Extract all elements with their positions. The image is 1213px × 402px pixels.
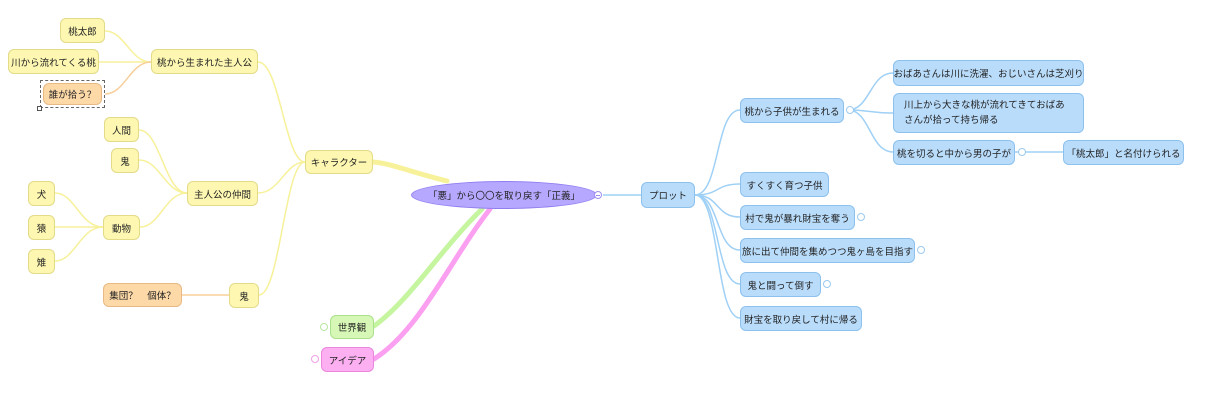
node-flowing-peach[interactable]: 川から流れてくる桃 bbox=[8, 49, 99, 74]
branch-character[interactable]: キャラクター bbox=[305, 150, 373, 174]
node-animals[interactable]: 動物 bbox=[103, 215, 140, 240]
node-cut-peach[interactable]: 桃を切ると中から男の子が bbox=[893, 140, 1015, 165]
link-companions-human bbox=[138, 129, 188, 194]
node-oni-rampage[interactable]: 村で鬼が暴れ財宝を奪う bbox=[740, 205, 855, 230]
link-hero-momotaro bbox=[104, 30, 152, 63]
link-born-child2 bbox=[847, 109, 894, 153]
link-animals-pheasant bbox=[54, 226, 104, 262]
node-companions[interactable]: 主人公の仲間 bbox=[187, 181, 258, 206]
branch-plot[interactable]: プロット bbox=[641, 182, 695, 208]
link-plot-step3 bbox=[694, 194, 741, 285]
node-big-peach[interactable]: 川上から大きな桃が流れてきておばあさんが拾って持ち帰る bbox=[893, 93, 1084, 133]
node-monkey[interactable]: 猿 bbox=[28, 215, 55, 240]
node-washing[interactable]: おばあさんは川に洗濯、おじいさんは芝刈り bbox=[893, 60, 1084, 86]
resize-handle[interactable] bbox=[37, 106, 42, 111]
node-fight-oni[interactable]: 鬼と闘って倒す bbox=[740, 272, 821, 297]
link-character-hero bbox=[257, 61, 306, 163]
node-who-picks[interactable]: 誰が拾う？ bbox=[43, 83, 102, 105]
node-dog[interactable]: 犬 bbox=[28, 181, 55, 206]
link-center-worldview bbox=[371, 206, 485, 329]
node-journey[interactable]: 旅に出て仲間を集めつつ鬼ヶ島を目指す bbox=[740, 238, 915, 263]
link-animals-dog bbox=[54, 192, 104, 228]
link-hero-who bbox=[104, 61, 152, 95]
node-human[interactable]: 人間 bbox=[104, 117, 139, 142]
branch-idea[interactable]: アイデア bbox=[321, 347, 374, 372]
journey-collapse-toggle[interactable] bbox=[917, 246, 925, 254]
central-topic[interactable]: 「悪」から〇〇を取り戻す「正義」 bbox=[411, 181, 597, 209]
rampage-collapse-toggle[interactable] bbox=[857, 213, 865, 221]
cut-peach-collapse-toggle[interactable] bbox=[1018, 148, 1026, 156]
node-companion-oni[interactable]: 鬼 bbox=[111, 148, 139, 173]
node-pheasant[interactable]: 雉 bbox=[28, 249, 55, 274]
node-momotaro[interactable]: 桃太郎 bbox=[60, 18, 105, 43]
node-hero[interactable]: 桃から生まれた主人公 bbox=[151, 49, 258, 74]
selection-frame bbox=[40, 80, 105, 108]
link-companions-oni bbox=[138, 159, 188, 194]
node-oni[interactable]: 鬼 bbox=[229, 283, 259, 308]
idea-collapse-toggle[interactable] bbox=[311, 355, 319, 363]
center-collapse-toggle[interactable] bbox=[594, 191, 602, 199]
link-center-character bbox=[370, 159, 450, 184]
central-topic-label: 「悪」から〇〇を取り戻す「正義」 bbox=[427, 191, 580, 202]
node-child-born[interactable]: 桃から子供が生まれる bbox=[740, 98, 844, 123]
link-character-companions bbox=[257, 161, 306, 194]
node-grows-up[interactable]: すくすく育つ子供 bbox=[740, 172, 829, 197]
node-return-home[interactable]: 財宝を取り戻して村に帰る bbox=[740, 306, 862, 331]
link-character-oni bbox=[258, 161, 306, 296]
fight-collapse-toggle[interactable] bbox=[823, 280, 831, 288]
node-named-momotaro[interactable]: 「桃太郎」と名付けられる bbox=[1063, 140, 1184, 165]
link-companions-animals bbox=[139, 192, 188, 228]
worldview-collapse-toggle[interactable] bbox=[320, 323, 328, 331]
branch-worldview[interactable]: 世界観 bbox=[330, 315, 374, 339]
node-group-or-individual[interactable]: 集団？ 個体？ bbox=[103, 283, 182, 307]
link-center-idea bbox=[371, 206, 493, 362]
born-collapse-toggle[interactable] bbox=[846, 106, 854, 114]
link-plot-born bbox=[694, 109, 741, 196]
link-plot-step4 bbox=[694, 194, 741, 319]
link-born-child0 bbox=[847, 72, 894, 111]
